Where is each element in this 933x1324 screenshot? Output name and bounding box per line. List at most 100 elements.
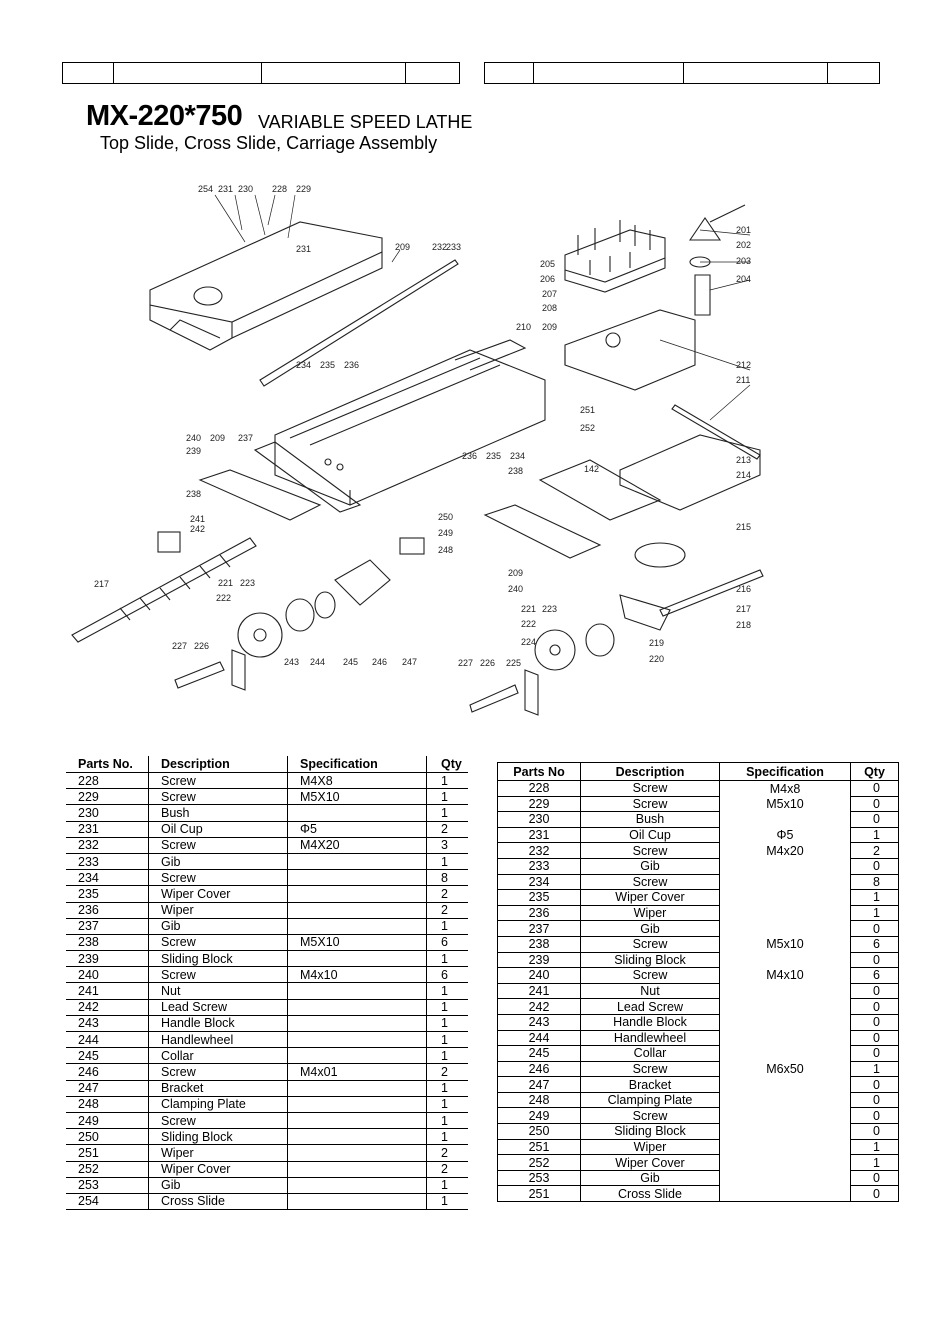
- specification-cell: [287, 869, 427, 887]
- description-cell: Cross Slide: [148, 1193, 288, 1211]
- part-number-cell: 244: [497, 1029, 581, 1047]
- header-box-left: [62, 62, 460, 84]
- column-header-qty: Qty: [850, 762, 899, 781]
- qty-cell: 2: [426, 902, 468, 919]
- part-number-cell: 251: [66, 1144, 149, 1162]
- specification-cell: [719, 858, 851, 875]
- callout-label: 226: [194, 641, 209, 651]
- header-cell: [683, 63, 684, 83]
- qty-cell: 2: [850, 842, 899, 859]
- specification-cell: [719, 1185, 851, 1202]
- specification-cell: M4x10: [719, 967, 851, 984]
- product-subtitle: VARIABLE SPEED LATHE: [258, 112, 473, 132]
- qty-cell: 1: [850, 889, 899, 906]
- swivel-plate-drawing: [634, 542, 686, 568]
- callout-label: 232: [432, 242, 447, 252]
- part-number-cell: 239: [66, 950, 149, 968]
- specification-cell: [287, 902, 427, 919]
- qty-cell: 0: [850, 1045, 899, 1062]
- description-cell: Handlewheel: [148, 1031, 288, 1049]
- qty-cell: 2: [426, 1161, 468, 1178]
- parts-table-left: Parts No. Description Specification Qty …: [66, 756, 468, 1211]
- specification-cell: M5x10: [719, 796, 851, 812]
- callout-label: 206: [540, 274, 555, 284]
- callout-label: 235: [320, 360, 335, 370]
- callout-label: 219: [649, 638, 664, 648]
- description-cell: Screw: [148, 966, 288, 984]
- callout-label: 250: [438, 512, 453, 522]
- strip-drawing: [538, 459, 662, 521]
- description-cell: Screw: [148, 1063, 288, 1081]
- description-cell: Screw: [148, 869, 288, 887]
- specification-cell: [287, 1047, 427, 1065]
- description-cell: Screw: [580, 935, 720, 953]
- callout-label: 217: [736, 604, 751, 614]
- specification-cell: [719, 874, 851, 890]
- header-cell: [827, 63, 828, 83]
- specification-cell: [719, 889, 851, 906]
- callout-label: 209: [542, 322, 557, 332]
- part-number-cell: 250: [497, 1123, 581, 1140]
- specification-cell: [287, 1112, 427, 1130]
- callout-label: 217: [94, 579, 109, 589]
- specification-cell: [287, 853, 427, 871]
- description-cell: Screw: [580, 842, 720, 859]
- callout-label: 210: [516, 322, 531, 332]
- qty-cell: 2: [426, 885, 468, 903]
- callout-label: 234: [296, 360, 311, 370]
- description-cell: Sliding Block: [148, 950, 288, 968]
- specification-cell: [719, 1030, 851, 1046]
- description-cell: Bush: [580, 811, 720, 828]
- callout-label: 249: [438, 528, 453, 538]
- specification-cell: [287, 1080, 427, 1097]
- callout-label: 251: [580, 405, 595, 415]
- description-cell: Gib: [148, 918, 288, 935]
- part-number-cell: 242: [497, 998, 581, 1015]
- callout-label: 227: [172, 641, 187, 651]
- qty-cell: 8: [426, 869, 468, 887]
- callout-label: 223: [240, 578, 255, 588]
- part-number-cell: 254: [66, 1193, 149, 1211]
- sliding-block-left-drawing: [198, 469, 322, 521]
- assembly-title: Top Slide, Cross Slide, Carriage Assembl…: [100, 133, 438, 153]
- part-number-cell: 237: [497, 920, 581, 937]
- qty-cell: 1: [426, 1015, 468, 1033]
- part-number-cell: 250: [66, 1128, 149, 1146]
- description-cell: Gib: [148, 853, 288, 871]
- column-header-description: Description: [148, 756, 288, 773]
- callout-label: 231: [218, 184, 233, 194]
- slide-gib-drawing: [671, 404, 761, 460]
- handwheel-left-drawing: [174, 559, 391, 691]
- callout-label: 203: [736, 256, 751, 266]
- qty-cell: 1: [426, 950, 468, 968]
- part-number-cell: 228: [66, 772, 149, 790]
- part-number-cell: 242: [66, 999, 149, 1016]
- description-cell: Screw: [580, 1107, 720, 1125]
- description-cell: Handlewheel: [580, 1029, 720, 1047]
- qty-cell: 0: [850, 998, 899, 1015]
- column-header-qty: Qty: [426, 756, 468, 773]
- callout-label: 238: [508, 466, 523, 476]
- sliding-block-right-drawing: [483, 504, 602, 559]
- description-cell: Cross Slide: [580, 1185, 720, 1203]
- table-header-row: Parts No. Description Specification Qty: [66, 756, 468, 773]
- callout-label: 205: [540, 259, 555, 269]
- callout-label: 224: [521, 637, 536, 647]
